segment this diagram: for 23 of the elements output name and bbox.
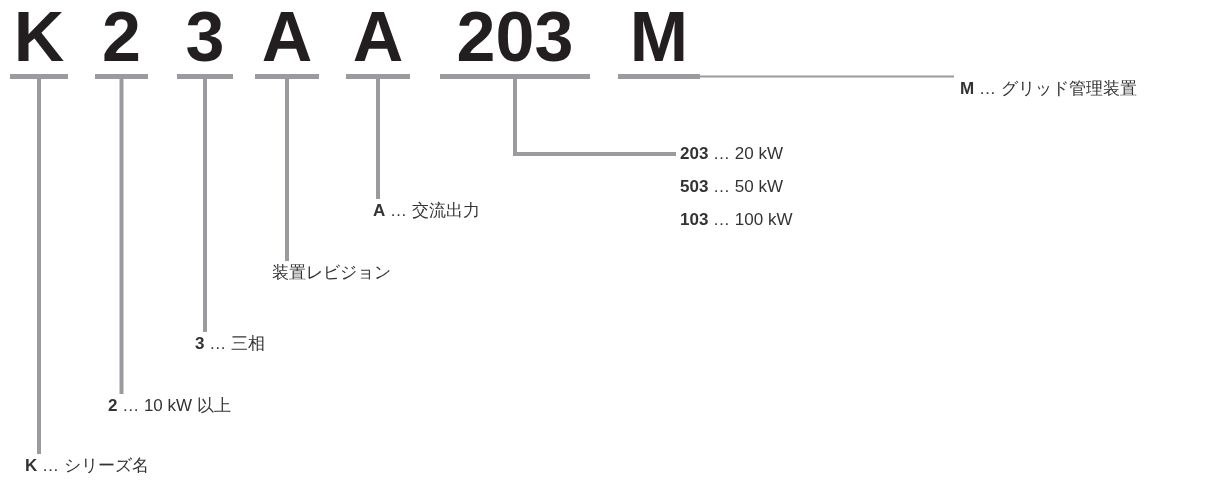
code-description: 2 … 10 kW 以上 bbox=[108, 395, 231, 417]
underlined-code-character: 3 bbox=[177, 0, 233, 79]
underlined-code-character: K bbox=[10, 0, 68, 79]
leader-line bbox=[376, 79, 380, 199]
leader-line bbox=[513, 79, 676, 156]
code-description: M … グリッド管理装置 bbox=[960, 78, 1137, 100]
leader-line bbox=[37, 79, 41, 454]
code-description: A … 交流出力 bbox=[373, 200, 480, 222]
leader-line bbox=[285, 79, 289, 261]
underlined-code-character: A bbox=[346, 0, 410, 79]
code-description: K … シリーズ名 bbox=[25, 455, 149, 477]
leader-line bbox=[699, 75, 955, 78]
code-description: 103 … 100 kW bbox=[680, 209, 793, 231]
leader-line bbox=[119, 79, 124, 394]
underlined-code-character: 203 bbox=[440, 0, 590, 79]
code-description: 装置レビジョン bbox=[272, 262, 391, 284]
underlined-code-character: A bbox=[255, 0, 319, 79]
underlined-code-character: 2 bbox=[95, 0, 148, 79]
underlined-code-character: M bbox=[618, 0, 700, 79]
code-description: 203 … 20 kW bbox=[680, 143, 784, 165]
code-description: 503 … 50 kW bbox=[680, 176, 784, 198]
leader-line bbox=[203, 79, 207, 332]
code-description: 3 … 三相 bbox=[195, 333, 265, 355]
